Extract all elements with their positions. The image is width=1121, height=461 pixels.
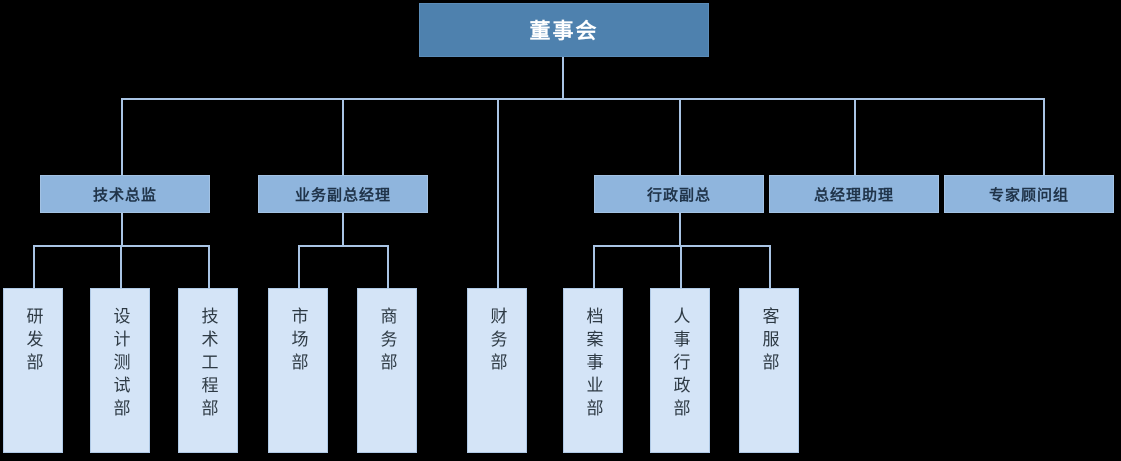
connector-drop-admin-vp <box>679 98 681 175</box>
node-label: 研发部 <box>23 307 43 376</box>
connector-drop-expert-panel <box>1043 98 1045 175</box>
connector-stem-tech-director <box>121 213 123 246</box>
connector-stem-admin-vp <box>679 213 681 246</box>
node-label: 档案事业部 <box>583 307 603 422</box>
node-label: 专家顾问组 <box>988 186 1069 204</box>
node-label: 技术工程部 <box>198 307 218 422</box>
node-design-test-dept[interactable]: 设计测试部 <box>90 288 150 453</box>
node-commerce-dept[interactable]: 商务部 <box>357 288 417 453</box>
node-finance-dept[interactable]: 财务部 <box>467 288 527 453</box>
connector-stem-business-vp <box>342 213 344 246</box>
node-label: 商务部 <box>377 307 397 376</box>
connector-drop-customer-service <box>769 245 771 288</box>
connector-drop-gm-assistant <box>854 98 856 175</box>
connector-drop-commerce <box>387 245 389 288</box>
node-label: 设计测试部 <box>110 307 130 422</box>
connector-drop-archive <box>593 245 595 288</box>
node-hr-admin-dept[interactable]: 人事行政部 <box>650 288 710 453</box>
node-tech-engineering-dept[interactable]: 技术工程部 <box>178 288 238 453</box>
node-tech-director[interactable]: 技术总监 <box>40 175 210 213</box>
node-gm-assistant[interactable]: 总经理助理 <box>769 175 939 213</box>
node-label: 总经理助理 <box>813 186 894 204</box>
node-customer-service-dept[interactable]: 客服部 <box>739 288 799 453</box>
node-label: 董事会 <box>529 20 599 43</box>
connector-bus-admin-vp <box>593 245 771 247</box>
node-label: 技术总监 <box>92 186 157 204</box>
connector-drop-finance <box>497 98 499 288</box>
node-label: 财务部 <box>487 307 507 376</box>
node-label: 市场部 <box>288 307 308 376</box>
node-rnd-dept[interactable]: 研发部 <box>3 288 63 453</box>
connector-bus-business-vp <box>298 245 389 247</box>
connector-drop-hr-admin <box>680 245 682 288</box>
connector-drop-tech-director <box>121 98 123 175</box>
node-board-of-directors[interactable]: 董事会 <box>419 3 709 57</box>
node-admin-vp[interactable]: 行政副总 <box>594 175 764 213</box>
node-archive-dept[interactable]: 档案事业部 <box>563 288 623 453</box>
connector-drop-design-test <box>120 245 122 288</box>
connector-drop-business-vp <box>342 98 344 175</box>
node-label: 业务副总经理 <box>294 186 391 204</box>
connector-root-stem <box>562 57 564 99</box>
node-label: 行政副总 <box>646 186 711 204</box>
connector-drop-marketing <box>298 245 300 288</box>
node-expert-panel[interactable]: 专家顾问组 <box>944 175 1114 213</box>
node-business-vp[interactable]: 业务副总经理 <box>258 175 428 213</box>
node-label: 人事行政部 <box>670 307 690 422</box>
connector-drop-tech-eng <box>208 245 210 288</box>
node-label: 客服部 <box>759 307 779 376</box>
connector-drop-rnd <box>33 245 35 288</box>
node-marketing-dept[interactable]: 市场部 <box>268 288 328 453</box>
connector-main-bus <box>121 98 1045 100</box>
